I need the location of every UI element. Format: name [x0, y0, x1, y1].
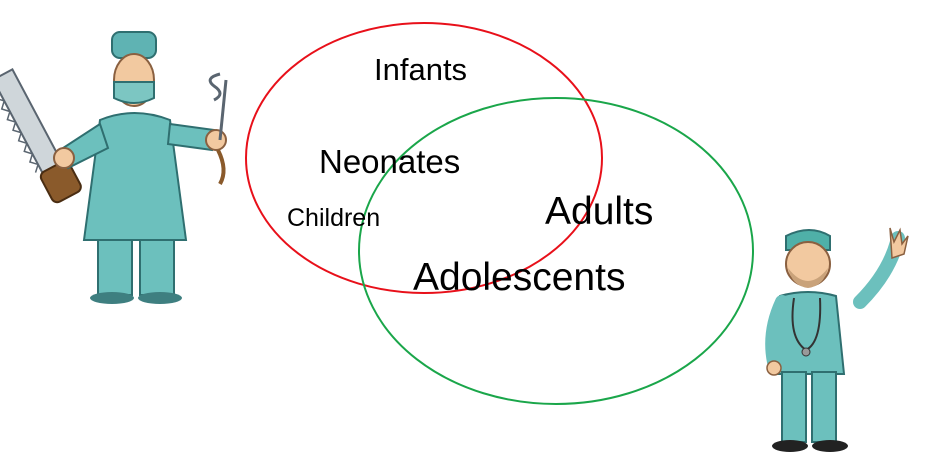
surgeon-with-saw-icon — [0, 31, 228, 304]
label-children: Children — [287, 204, 381, 232]
label-adults: Adults — [545, 190, 654, 233]
waving-doctor-icon — [765, 227, 909, 452]
label-neonates: Neonates — [319, 143, 461, 180]
label-adolescents: Adolescents — [413, 256, 626, 299]
venn-circle-green — [358, 97, 754, 405]
label-infants: Infants — [374, 52, 468, 87]
venn-circle-red — [245, 22, 603, 294]
